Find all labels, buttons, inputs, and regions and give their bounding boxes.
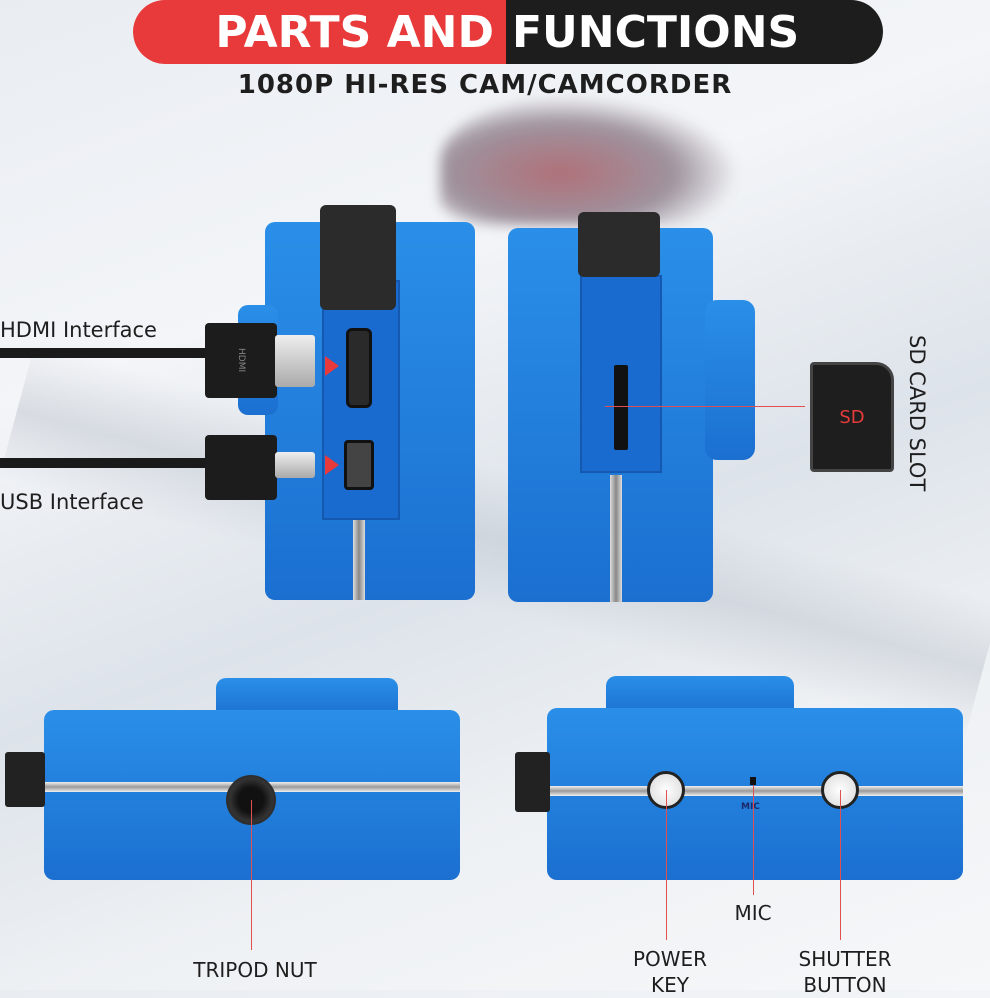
shutter-label: SHUTTER BUTTON	[780, 946, 910, 998]
sd-pointer-line	[605, 406, 805, 407]
lens-right	[705, 300, 755, 460]
usb-arrow-icon	[325, 455, 339, 475]
usb-connector	[275, 452, 315, 478]
title-banner: PARTS AND FUNCTIONS	[133, 0, 883, 64]
power-pointer-line	[666, 790, 667, 940]
usb-plug	[205, 435, 277, 500]
power-key-label: POWER KEY	[610, 946, 730, 998]
strip-right	[610, 475, 622, 602]
sd-slot-label: SD CARD SLOT	[905, 335, 929, 492]
strip-left	[353, 520, 365, 600]
tripod-label: TRIPOD NUT	[193, 958, 317, 982]
power-label-line1: POWER	[632, 947, 708, 971]
strap-stub-right	[515, 752, 550, 812]
shutter-label-line1: SHUTTER	[798, 947, 892, 971]
hdmi-port	[346, 328, 372, 408]
background-skier	[440, 95, 740, 225]
power-label-line2: KEY	[651, 973, 689, 997]
usb-cable	[0, 458, 210, 468]
strap-clip-right	[578, 212, 660, 277]
hdmi-cable	[0, 348, 210, 358]
subtitle: 1080P HI-RES CAM/CAMCORDER	[237, 70, 733, 100]
usb-port	[344, 440, 374, 490]
strap-stub-left	[5, 752, 45, 807]
usb-label: USB Interface	[0, 490, 144, 514]
hdmi-plug-logo: HDMI	[236, 348, 246, 373]
shutter-label-line2: BUTTON	[803, 973, 887, 997]
strap-clip-left	[320, 205, 396, 310]
seam-bottom-right	[547, 786, 963, 796]
mic-pointer-line	[753, 785, 754, 895]
sd-slot	[614, 365, 628, 450]
mic-label: MIC	[734, 901, 772, 925]
hdmi-label: HDMI Interface	[0, 318, 157, 342]
hdmi-connector	[275, 335, 315, 387]
hdmi-plug: HDMI	[205, 323, 277, 398]
sd-card: SD	[810, 362, 894, 472]
mic-small-label: MIC	[741, 802, 760, 812]
sd-card-text: SD	[839, 406, 865, 428]
shutter-pointer-line	[840, 790, 841, 940]
title-part1: PARTS AND	[133, 0, 506, 64]
tripod-pointer-line	[251, 800, 252, 950]
mic-hole	[750, 777, 756, 785]
hdmi-arrow-icon	[325, 356, 339, 376]
title-part2: FUNCTIONS	[506, 0, 883, 64]
